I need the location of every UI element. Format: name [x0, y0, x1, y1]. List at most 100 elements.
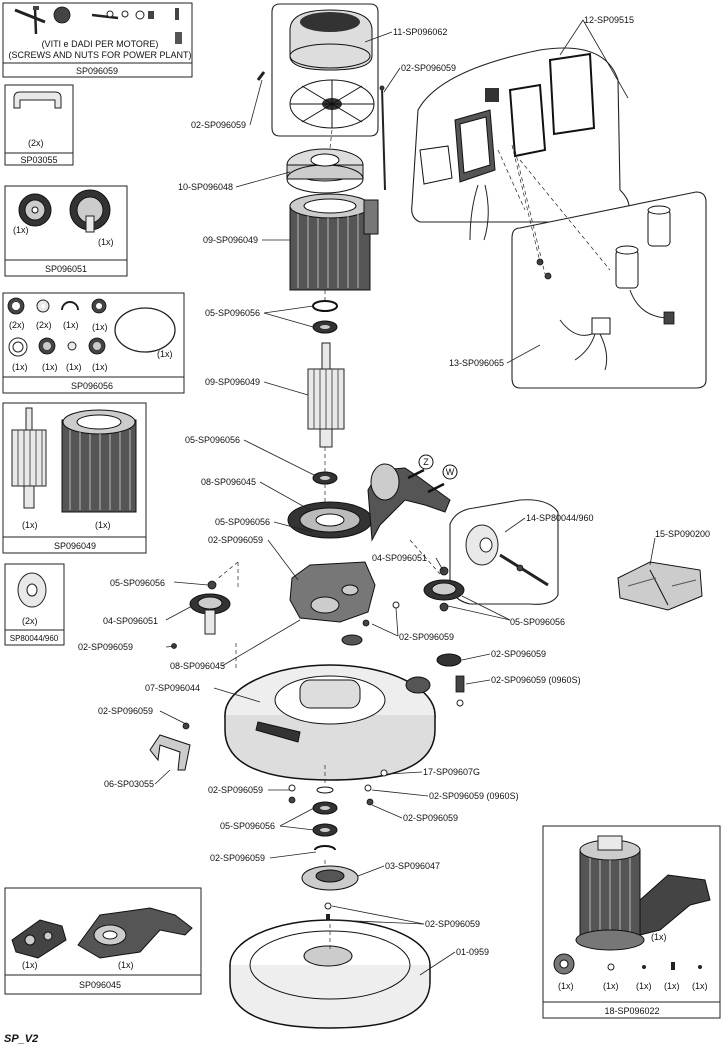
callout-05-f: 05-SP096056 — [220, 821, 275, 831]
kit-gears-box: (1x) (1x) SP096051 — [4, 185, 128, 277]
callout-05-a: 05-SP096056 — [205, 308, 260, 318]
kit-wheel-qty: (2x) — [22, 616, 38, 626]
callout-13: 13-SP096065 — [449, 358, 504, 368]
capacitors — [536, 205, 675, 371]
pad-holder-disc — [229, 919, 431, 1029]
kit-gearbox-qty1: (1x) — [22, 960, 38, 970]
callout-05-b: 05-SP096056 — [185, 435, 240, 445]
gearbox-cover-icon — [11, 919, 67, 959]
kit-bearings-q9: (1x) — [92, 362, 108, 372]
kit-handle-box: (2x) SP03055 — [4, 84, 74, 166]
gear-small-icon — [18, 193, 52, 227]
kit-assembly-q2: (1x) — [603, 981, 619, 991]
callout-02-f: 02-SP096059 — [491, 649, 546, 659]
cooling-fan — [289, 79, 375, 129]
callout-05-d: 05-SP096056 — [110, 578, 165, 588]
motor-stator — [289, 193, 379, 291]
kit-assembly-code: 18-SP096022 — [604, 1006, 659, 1016]
bearing-icons — [7, 297, 176, 357]
kit-handle-code: SP03055 — [20, 155, 57, 165]
callout-15: 15-SP090200 — [655, 529, 710, 539]
lower-bearings — [312, 786, 338, 851]
revision-label: SP_V2 — [4, 1033, 38, 1045]
electrical-box — [419, 52, 596, 241]
kit-gears-qty2: (1x) — [98, 237, 114, 247]
callout-02-i: 02-SP096059 — [208, 785, 263, 795]
callout-02-c: 02-SP096059 — [208, 535, 263, 545]
kit-gearbox-code: SP096045 — [79, 980, 121, 990]
kit-wheel-code: SP80044/960 — [10, 634, 59, 643]
callout-14: 14-SP80044/960 — [526, 513, 594, 523]
gearbox-housing-icon — [77, 907, 193, 959]
user-manual — [617, 561, 703, 611]
callout-02-j: 02-SP096059 (0960S) — [429, 791, 519, 801]
arrow-w-label: W — [446, 467, 455, 477]
stator-icon — [61, 409, 137, 513]
cap-plug — [436, 653, 462, 667]
callout-03: 03-SP096047 — [385, 861, 440, 871]
motor-rotor — [307, 342, 345, 448]
callout-07: 07-SP096044 — [145, 683, 200, 693]
callout-10: 10-SP096048 — [178, 182, 233, 192]
kit-assembly-box: (1x) (1x) (1x) (1x) (1x) (1x) 18-SP09602… — [542, 825, 721, 1019]
kit-bearings-q7: (1x) — [42, 362, 58, 372]
callout-06: 06-SP03055 — [104, 779, 154, 789]
kit-screws-line1: (VITI e DADI PER MOTORE) — [42, 39, 159, 49]
callout-02-d: 02-SP096059 — [399, 632, 454, 642]
transport-wheel — [465, 524, 549, 587]
kit-screws-line2: (SCREWS AND NUTS FOR POWER PLANT) — [8, 50, 191, 60]
drive-gear-right — [423, 566, 465, 612]
callout-02-g: 02-SP096059 (0960S) — [491, 675, 581, 685]
kit-motor-box: (1x) (1x) SP096049 — [2, 402, 147, 554]
callout-labels: 11-SP096062 02-SP096059 02-SP096059 12-S… — [78, 15, 710, 957]
gearbox-housing — [287, 463, 451, 542]
kit-bearings-code: SP096056 — [71, 381, 113, 391]
kit-assembly-q3: (1x) — [636, 981, 652, 991]
callout-05-e: 05-SP096056 — [510, 617, 565, 627]
upper-bearings — [312, 300, 338, 334]
handle-icon — [13, 91, 62, 109]
kit-bearings-box: (2x) (2x) (1x) (1x) (1x) (1x) (1x) (1x) … — [2, 292, 185, 394]
assembly-motor-icon — [575, 835, 711, 951]
kit-bearings-q4: (1x) — [92, 322, 108, 332]
kit-wheel-box: (2x) SP80044/960 — [4, 563, 65, 646]
callout-17: 17-SP09607G — [423, 767, 480, 777]
kit-motor-code: SP096049 — [54, 541, 96, 551]
fan-cover — [289, 9, 373, 71]
callout-02-h: 02-SP096059 — [98, 706, 153, 716]
kit-bearings-q6: (1x) — [12, 362, 28, 372]
carry-handle — [149, 734, 191, 771]
kit-motor-qty2: (1x) — [95, 520, 111, 530]
callout-02-b: 02-SP096059 — [191, 120, 246, 130]
kit-assembly-qty-main: (1x) — [651, 932, 667, 942]
kit-assembly-q5: (1x) — [692, 981, 708, 991]
callout-11: 11-SP096062 — [393, 27, 447, 37]
kit-screws-code: SP096059 — [76, 66, 118, 76]
callout-09-a: 09-SP096049 — [203, 235, 258, 245]
gear-large-icon — [69, 189, 111, 233]
drive-hub — [301, 865, 359, 924]
callout-09-b: 09-SP096049 — [205, 377, 260, 387]
callout-01: 01-0959 — [456, 947, 489, 957]
callout-12: 12-SP09515 — [584, 15, 634, 25]
screws-icon — [14, 6, 182, 44]
kit-bearings-q3: (1x) — [63, 320, 79, 330]
small-fasteners — [171, 601, 400, 806]
long-screw — [381, 87, 386, 191]
kit-bearings-q2: (2x) — [36, 320, 52, 330]
rotor-icon — [11, 407, 47, 509]
leader-lines — [154, 19, 656, 976]
short-screw — [256, 71, 266, 81]
kit-motor-qty1: (1x) — [22, 520, 38, 530]
kit-bearings-q8: (1x) — [66, 362, 82, 372]
kit-gearbox-box: (1x) (1x) SP096045 — [4, 887, 202, 995]
kit-handle-qty: (2x) — [28, 138, 44, 148]
callout-02-e: 02-SP096059 — [78, 642, 133, 652]
electrical-box-bubble — [411, 47, 630, 223]
assembly-small-parts-icons — [553, 953, 702, 975]
kit-bearings-q1: (2x) — [9, 320, 25, 330]
kit-assembly-q4: (1x) — [664, 981, 680, 991]
callout-04-a: 04-SP096051 — [372, 553, 427, 563]
chassis-base — [224, 634, 436, 781]
